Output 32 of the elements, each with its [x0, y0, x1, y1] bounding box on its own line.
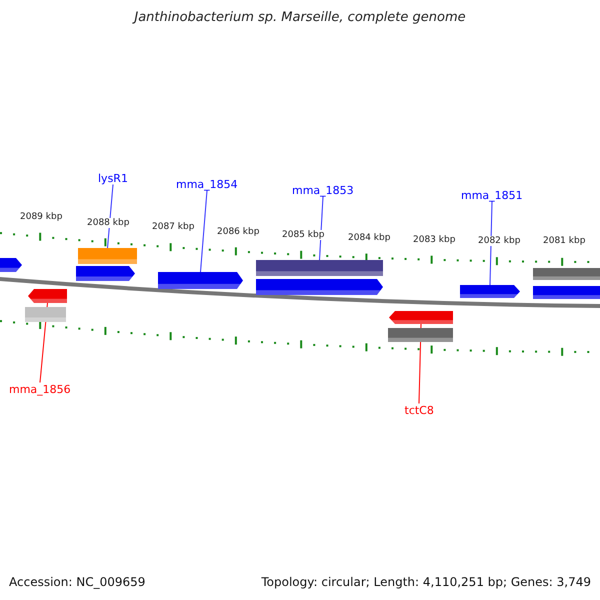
gene-label: mma_1856: [9, 382, 71, 396]
gene-feature: [256, 260, 383, 276]
scale-label: 2082 kbp: [477, 236, 522, 246]
scale-label: 2081 kbp: [542, 236, 586, 246]
gene-feature: [76, 266, 135, 281]
leader-line: [490, 201, 492, 286]
gene-label: tctC8: [404, 404, 434, 416]
scale-label: 2083 kbp: [412, 235, 456, 245]
gene-feature: [533, 286, 600, 299]
scale-label: 2087 kbp: [151, 222, 196, 232]
gene-feature: [78, 248, 137, 264]
gene-feature: [28, 289, 67, 303]
gene-label: mma_1851: [461, 188, 523, 202]
scale-label: 2085 kbp: [281, 230, 326, 240]
gene-feature: [256, 279, 383, 295]
scale-label: 2084 kbp: [347, 233, 392, 243]
gene-label: lysR1: [98, 172, 128, 184]
gene-feature: [389, 311, 453, 324]
footer-text: Topology: circular; Length: 4,110,251 bp; Genes: 3,749: [261, 575, 591, 589]
scale-label: 2088 kbp: [86, 218, 130, 228]
gene-label: mma_1854: [176, 178, 238, 190]
scale-label: 2086 kbp: [216, 227, 260, 237]
gene-feature: [25, 307, 66, 322]
scale-label: 2089 kbp: [19, 212, 64, 222]
leader-line: [200, 190, 208, 272]
gene-label: mma_1853: [292, 184, 354, 196]
gene-feature: [533, 268, 600, 280]
gene-feature: [460, 285, 520, 298]
gene-feature: [388, 328, 453, 342]
footer-text: Accession: NC_009659: [9, 575, 146, 589]
diagram-title: Janthinobacterium sp. Marseille, complete genome: [131, 10, 467, 25]
gene-feature: [158, 272, 243, 289]
